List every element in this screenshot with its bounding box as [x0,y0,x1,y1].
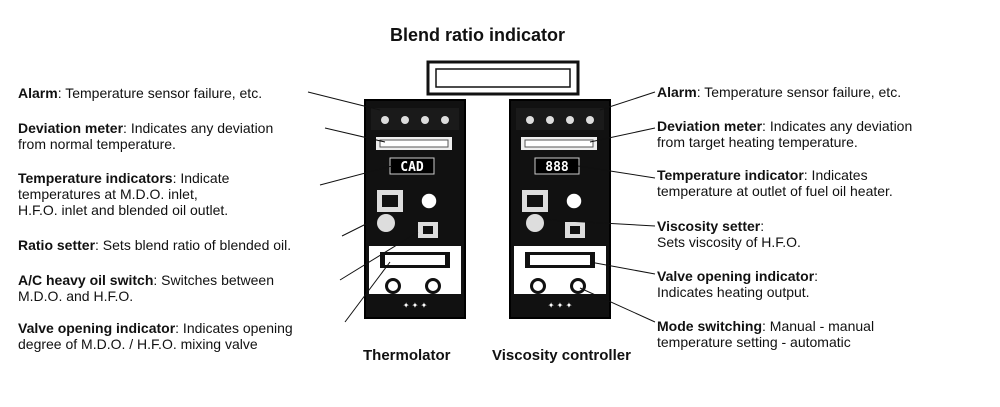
svg-text:CAD: CAD [400,160,424,175]
caption-thermolator: Thermolator [363,347,451,364]
svg-text:✦ ✦ ✦: ✦ ✦ ✦ [403,301,428,310]
label-left-deviation-meter: Deviation meter: Indicates any deviation… [18,120,274,152]
left-leader-lines [307,91,419,323]
label-right-mode-switching: Mode switching: Manual - manual temperat… [657,318,875,350]
label-right-deviation-meter: Deviation meter: Indicates any deviation… [657,118,913,150]
blend-ratio-indicator-box [426,60,580,96]
label-left-temperature-indicators: Temperature indicators: Indicate tempera… [18,170,230,218]
right-leader-lines [547,91,656,323]
viscosity-controller-panel: 888 ✦ ✦ ✦ [509,99,611,319]
label-right-temperature-indicator: Temperature indicator: Indicates tempera… [657,167,893,199]
label-left-valve-opening-indicator: Valve opening indicator: Indicates openi… [18,320,293,352]
label-left-ratio-setter: Ratio setter: Sets blend ratio of blende… [18,237,292,253]
label-right-valve-opening-indicator: Valve opening indicator: Indicates heati… [657,268,819,300]
caption-viscosity-controller: Viscosity controller [492,347,631,364]
diagram-title: Blend ratio indicator [390,25,566,45]
label-right-alarm: Alarm: Temperature sensor failure, etc. [657,84,902,100]
label-left-alarm: Alarm: Temperature sensor failure, etc. [18,85,263,101]
svg-text:888: 888 [545,160,569,175]
svg-text:✦ ✦ ✦: ✦ ✦ ✦ [548,301,573,310]
label-left-ac-heavy-oil-switch: A/C heavy oil switch: Switches between M… [18,272,274,304]
label-right-viscosity-setter: Viscosity setter: Sets viscosity of H.F.… [657,218,801,250]
thermolator-panel: CAD ✦ ✦ ✦ [364,99,466,319]
